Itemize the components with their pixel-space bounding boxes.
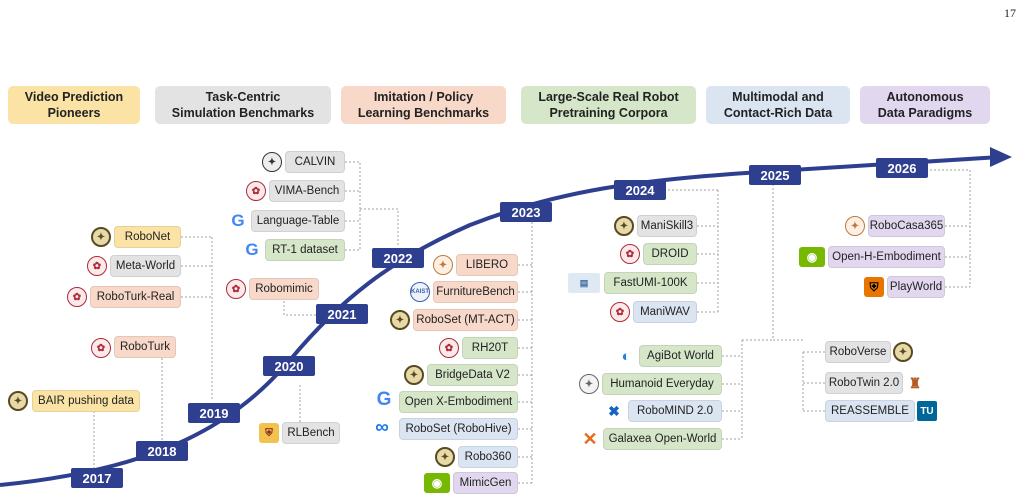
item-furniturebench: FurnitureBench (433, 281, 518, 303)
year-2026: 2026 (876, 158, 928, 178)
category-autonomous-data: Autonomous Data Paradigms (860, 86, 990, 124)
fastumi-icon: ▤ (568, 273, 600, 293)
item-mimicgen: MimicGen (453, 472, 518, 494)
seal-icon: ✦ (845, 216, 865, 236)
kaist-icon: KAIST (410, 282, 430, 302)
google-icon: G (231, 211, 245, 230)
seal-icon: ✦ (435, 447, 455, 467)
item-calvin: CALVIN (285, 151, 345, 173)
item-roboset-robohive: RoboSet (RoboHive) (399, 418, 518, 440)
item-roboverse: RoboVerse (825, 341, 891, 363)
item-meta-world: Meta-World (110, 255, 181, 277)
seal-icon: ✦ (262, 152, 282, 172)
category-video-prediction: Video Prediction Pioneers (8, 86, 140, 124)
seal-icon: ✦ (8, 391, 28, 411)
item-robonet: RoboNet (114, 226, 181, 248)
item-robomind: RoboMIND 2.0 (628, 400, 722, 422)
year-2020: 2020 (263, 356, 315, 376)
sjtu-icon: ✿ (439, 338, 459, 358)
stanford-seal-icon: ✿ (87, 256, 107, 276)
agibot-icon: ◐ (621, 347, 631, 365)
timeline-arrowhead (990, 147, 1012, 167)
year-2017: 2017 (71, 468, 123, 488)
seal-icon: ✦ (404, 365, 424, 385)
item-droid: DROID (643, 243, 697, 265)
item-humanoid-everyday: Humanoid Everyday (602, 373, 722, 395)
stanford-seal-icon: ✿ (246, 181, 266, 201)
year-2022: 2022 (372, 248, 424, 268)
item-fastumi-100k: FastUMI-100K (604, 272, 697, 294)
item-libero: LIBERO (456, 254, 518, 276)
robomind-icon: ✖ (608, 402, 620, 419)
year-2024: 2024 (614, 180, 666, 200)
item-open-h-embodiment: Open-H-Embodiment (828, 246, 945, 268)
google-icon: G (245, 240, 259, 259)
item-robomimic: Robomimic (249, 278, 319, 300)
seal-icon: ✦ (893, 342, 913, 362)
year-2023: 2023 (500, 202, 552, 222)
item-roboset-mt-act: RoboSet (MT-ACT) (413, 309, 518, 331)
item-agibot-world: AgiBot World (639, 345, 722, 367)
year-2019: 2019 (188, 403, 240, 423)
stanford-seal-icon: ✿ (67, 287, 87, 307)
seal-icon: ✦ (91, 227, 111, 247)
category-multimodal-contact: Multimodal and Contact-Rich Data (706, 86, 850, 124)
stanford-seal-icon: ✿ (91, 338, 111, 358)
crest-icon: ♜ (908, 374, 922, 391)
item-rt1-dataset: RT-1 dataset (265, 239, 345, 261)
nvidia-icon: ◉ (424, 473, 450, 493)
page-number: 17 (1004, 6, 1016, 20)
galaxea-icon: ✕ (582, 428, 598, 449)
item-vima-bench: VIMA-Bench (269, 180, 345, 202)
item-open-x-embodiment: Open X-Embodiment (399, 391, 518, 413)
seal-icon: ✦ (390, 310, 410, 330)
item-reassemble: REASSEMBLE (825, 400, 915, 422)
item-roboturk-real: RoboTurk-Real (90, 286, 181, 308)
category-imitation-learning: Imitation / Policy Learning Benchmarks (341, 86, 506, 124)
category-real-robot-corpora: Large-Scale Real Robot Pretraining Corpo… (521, 86, 696, 124)
item-playworld: PlayWorld (887, 276, 945, 298)
item-robocasa365: RoboCasa365 (868, 215, 945, 237)
seal-icon: ✦ (614, 216, 634, 236)
item-rh20t: RH20T (462, 337, 518, 359)
seal-icon: ✦ (433, 255, 453, 275)
item-roboturk: RoboTurk (114, 336, 176, 358)
seal-icon: ✦ (579, 374, 599, 394)
item-bair-pushing: BAIR pushing data (32, 390, 140, 412)
stanford-seal-icon: ✿ (610, 302, 630, 322)
google-icon: G (376, 389, 392, 410)
item-robotwin: RoboTwin 2.0 (825, 372, 903, 394)
nvidia-icon: ◉ (799, 247, 825, 267)
meta-icon: ∞ (375, 417, 389, 438)
year-2025: 2025 (749, 165, 801, 185)
item-language-table: Language-Table (251, 210, 345, 232)
item-rlbench: RLBench (282, 422, 340, 444)
item-bridgedata-v2: BridgeData V2 (427, 364, 518, 386)
princeton-shield-icon: ⛨ (864, 277, 884, 297)
item-maniwav: ManiWAV (633, 301, 697, 323)
stanford-seal-icon: ✿ (226, 279, 246, 299)
year-2018: 2018 (136, 441, 188, 461)
stanford-seal-icon: ✿ (620, 244, 640, 264)
shield-icon: ⛨ (259, 423, 279, 443)
tu-wien-icon: TU (917, 401, 937, 421)
category-simulation-benchmarks: Task-Centric Simulation Benchmarks (155, 86, 331, 124)
item-galaxea-open-world: Galaxea Open-World (603, 428, 722, 450)
item-robo360: Robo360 (458, 446, 518, 468)
year-2021: 2021 (316, 304, 368, 324)
timeline-curve (0, 155, 1001, 487)
item-maniskill3: ManiSkill3 (637, 215, 697, 237)
